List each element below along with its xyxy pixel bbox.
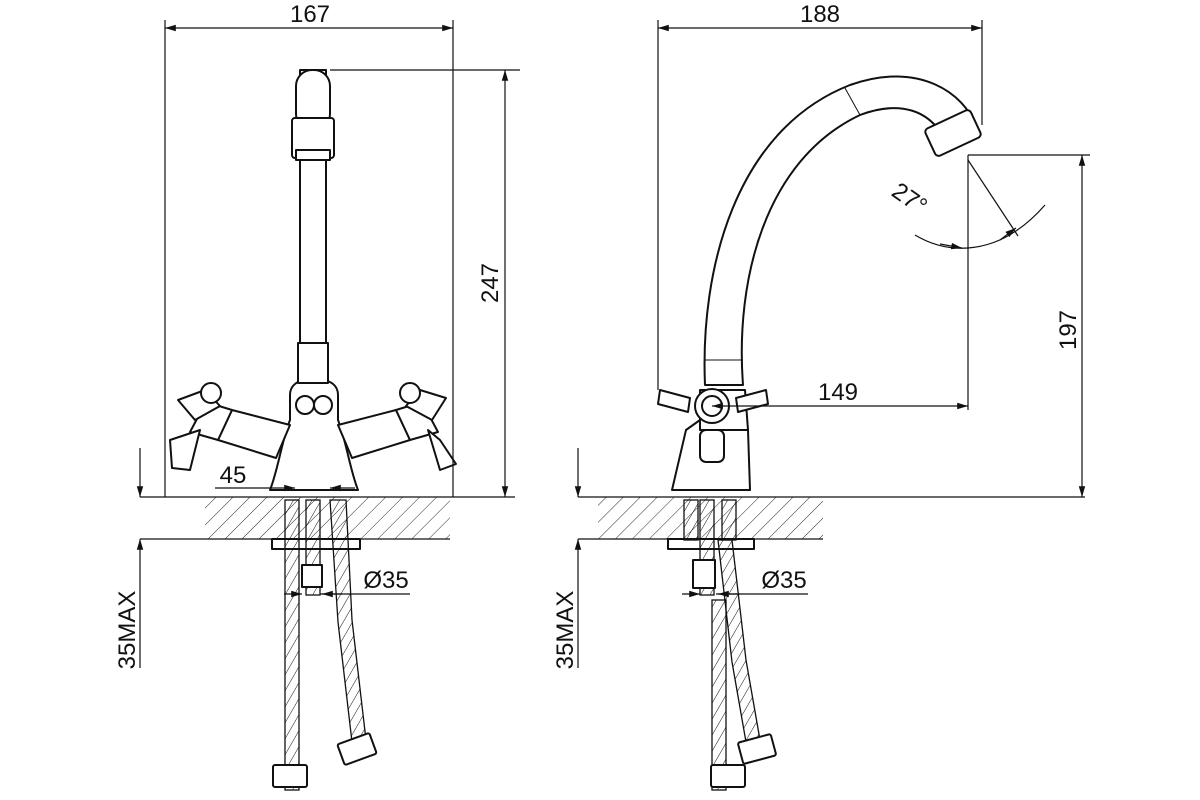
- label-diameter-left: Ø35: [363, 567, 408, 594]
- left-faucet-body: [269, 69, 359, 491]
- label-247: 247: [477, 263, 504, 303]
- dim-angle: 27°: [887, 159, 1046, 250]
- dim-diameter-right: Ø35: [682, 567, 808, 598]
- dim-149: 149: [712, 155, 969, 410]
- dim-188: 188: [657, 1, 983, 390]
- label-188: 188: [800, 1, 840, 28]
- left-view: 167 247 45 Ø35 35MAX: [114, 1, 520, 791]
- right-faucet-body: [657, 75, 982, 491]
- label-167: 167: [290, 1, 330, 28]
- left-handle-right: [337, 382, 457, 471]
- left-hoses: [272, 499, 378, 791]
- label-diameter-right: Ø35: [761, 567, 806, 594]
- left-handle-left: [169, 382, 291, 471]
- label-197: 197: [1055, 310, 1082, 350]
- dim-diameter-left: Ø35: [284, 567, 410, 598]
- label-35max-right: 35MAX: [552, 591, 579, 670]
- right-view: 188 149 197 27° Ø35: [552, 1, 1090, 791]
- dim-35max-left: 35MAX: [114, 448, 144, 670]
- right-countertop: [578, 496, 1085, 550]
- label-angle: 27°: [887, 177, 932, 220]
- dim-167: 167: [164, 1, 454, 497]
- dim-35max-right: 35MAX: [552, 448, 582, 670]
- dim-247: 247: [330, 69, 520, 497]
- right-hoses: [683, 499, 777, 791]
- left-countertop: [140, 496, 515, 550]
- dim-197: 197: [968, 154, 1090, 497]
- label-45: 45: [220, 462, 247, 489]
- label-149: 149: [818, 379, 858, 406]
- dim-45: 45: [215, 462, 355, 492]
- label-35max-left: 35MAX: [114, 591, 141, 670]
